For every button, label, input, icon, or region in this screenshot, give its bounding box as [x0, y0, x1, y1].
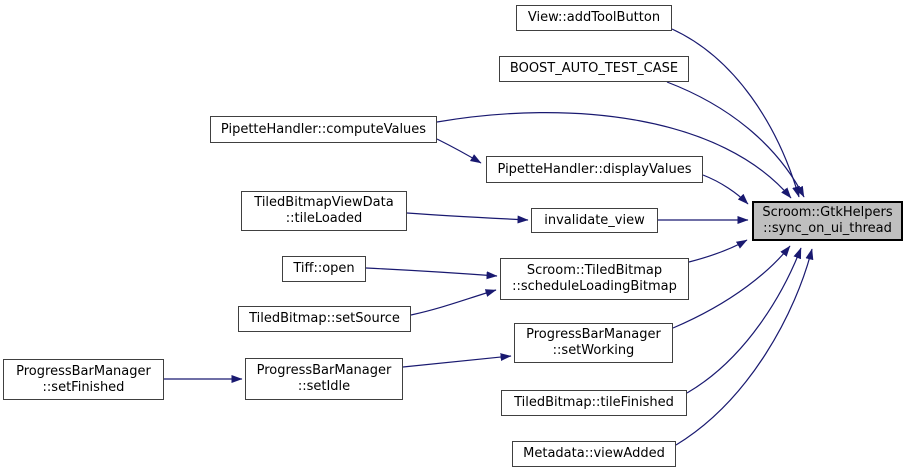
node-tiledbitmapviewdata-tileloaded[interactable]: TiledBitmapViewData ::tileLoaded	[241, 191, 407, 231]
edge-addtoolbutton-to-target	[671, 28, 800, 198]
node-label: TiledBitmap::setSource	[249, 311, 400, 327]
node-boost-auto-test-case[interactable]: BOOST_AUTO_TEST_CASE	[499, 56, 689, 82]
node-label: ProgressBarManager ::setFinished	[16, 363, 151, 395]
edge-setidle-to-setworking	[402, 353, 512, 368]
node-label: ProgressBarManager ::setWorking	[526, 327, 661, 358]
node-label: TiledBitmap::tileFinished	[514, 395, 674, 411]
node-label: Metadata::viewAdded	[523, 446, 665, 462]
edge-displayvalues-to-target	[702, 174, 749, 205]
node-label: invalidate_view	[544, 212, 645, 228]
node-label: BOOST_AUTO_TEST_CASE	[509, 61, 679, 77]
edge-boost-to-target	[666, 81, 805, 198]
edge-setsource-to-schedule	[410, 289, 497, 316]
node-scroom-tiledbitmap-scheduleloadingbitmap[interactable]: Scroom::TiledBitmap ::scheduleLoadingBit…	[500, 258, 689, 300]
node-pipettehandler-displayvalues[interactable]: PipetteHandler::displayValues	[486, 156, 703, 183]
node-label: Scroom::GtkHelpers ::sync_on_ui_thread	[762, 205, 893, 236]
edge-computevalues-to-target	[436, 112, 792, 199]
edge-tilefinished-to-target	[686, 247, 802, 394]
node-tiledbitmap-tilefinished[interactable]: TiledBitmap::tileFinished	[501, 390, 687, 416]
node-progressbarmanager-setworking[interactable]: ProgressBarManager ::setWorking	[514, 323, 673, 363]
edge-schedule-to-target	[688, 239, 748, 263]
node-label: View::addToolButton	[527, 10, 661, 26]
edge-tileloaded-to-invalidateview	[406, 212, 529, 224]
node-label: ProgressBarManager ::setIdle	[256, 363, 392, 394]
node-tiff-open[interactable]: Tiff::open	[282, 256, 366, 282]
node-tiledbitmap-setsource[interactable]: TiledBitmap::setSource	[238, 306, 411, 332]
node-scroom-gtkhelpers-sync-on-ui-thread: Scroom::GtkHelpers ::sync_on_ui_thread	[752, 201, 903, 241]
node-label: Tiff::open	[293, 261, 355, 277]
node-label: Scroom::TiledBitmap ::scheduleLoadingBit…	[512, 263, 677, 294]
node-invalidate-view[interactable]: invalidate_view	[531, 208, 658, 233]
edge-setworking-to-target	[672, 245, 791, 329]
node-pipettehandler-computevalues[interactable]: PipetteHandler::computeValues	[210, 116, 437, 143]
node-label: PipetteHandler::displayValues	[497, 161, 692, 177]
node-progressbarmanager-setfinished[interactable]: ProgressBarManager ::setFinished	[3, 359, 164, 400]
node-label: PipetteHandler::computeValues	[220, 121, 427, 137]
node-label: TiledBitmapViewData ::tileLoaded	[254, 195, 394, 226]
edge-tiffopen-to-schedule	[365, 267, 498, 280]
node-progressbarmanager-setidle[interactable]: ProgressBarManager ::setIdle	[245, 358, 403, 400]
edge-computevalues-to-displayvalues	[436, 138, 482, 164]
node-view-addtoolbutton[interactable]: View::addToolButton	[516, 5, 672, 31]
node-metadata-viewadded[interactable]: Metadata::viewAdded	[512, 441, 676, 467]
edge-viewadded-to-target	[675, 248, 814, 446]
